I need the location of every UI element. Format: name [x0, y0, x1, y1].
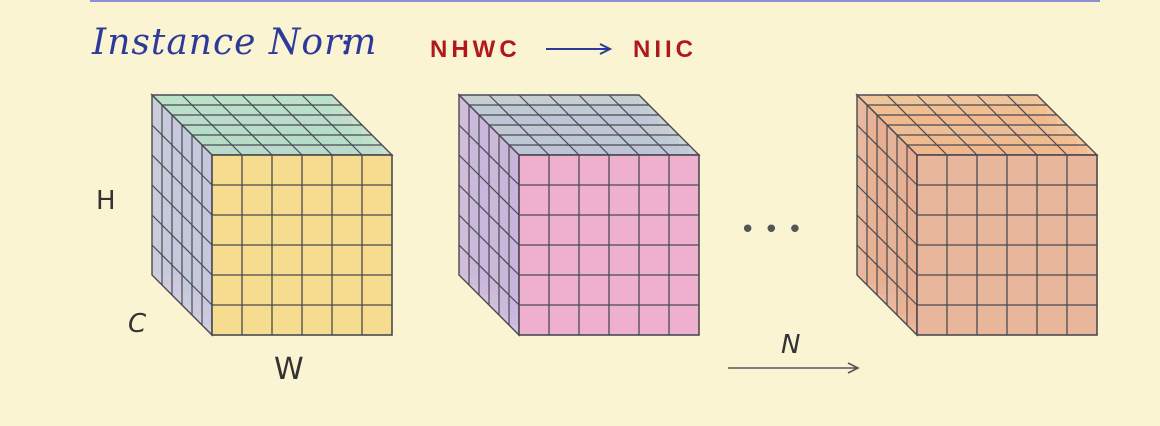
- title-colon: :: [340, 24, 351, 62]
- width-axis-label: W: [274, 352, 304, 387]
- batch-axis-label: N: [781, 330, 801, 360]
- format-arrow-icon: [546, 43, 613, 55]
- height-axis-label: H: [96, 186, 116, 216]
- cube-instance-2: [457, 93, 701, 337]
- cube-instance-1: [150, 93, 394, 337]
- top-divider-line: [90, 0, 1100, 2]
- format-from-label: NHWC: [430, 36, 521, 63]
- ellipsis-dots: • • •: [740, 215, 803, 245]
- diagram-title: Instance Norm: [92, 22, 378, 63]
- batch-arrow-icon: [728, 362, 860, 374]
- cube-instance-n: [855, 93, 1099, 337]
- format-to-label: NIIC: [633, 36, 697, 63]
- channel-axis-label: C: [128, 309, 147, 339]
